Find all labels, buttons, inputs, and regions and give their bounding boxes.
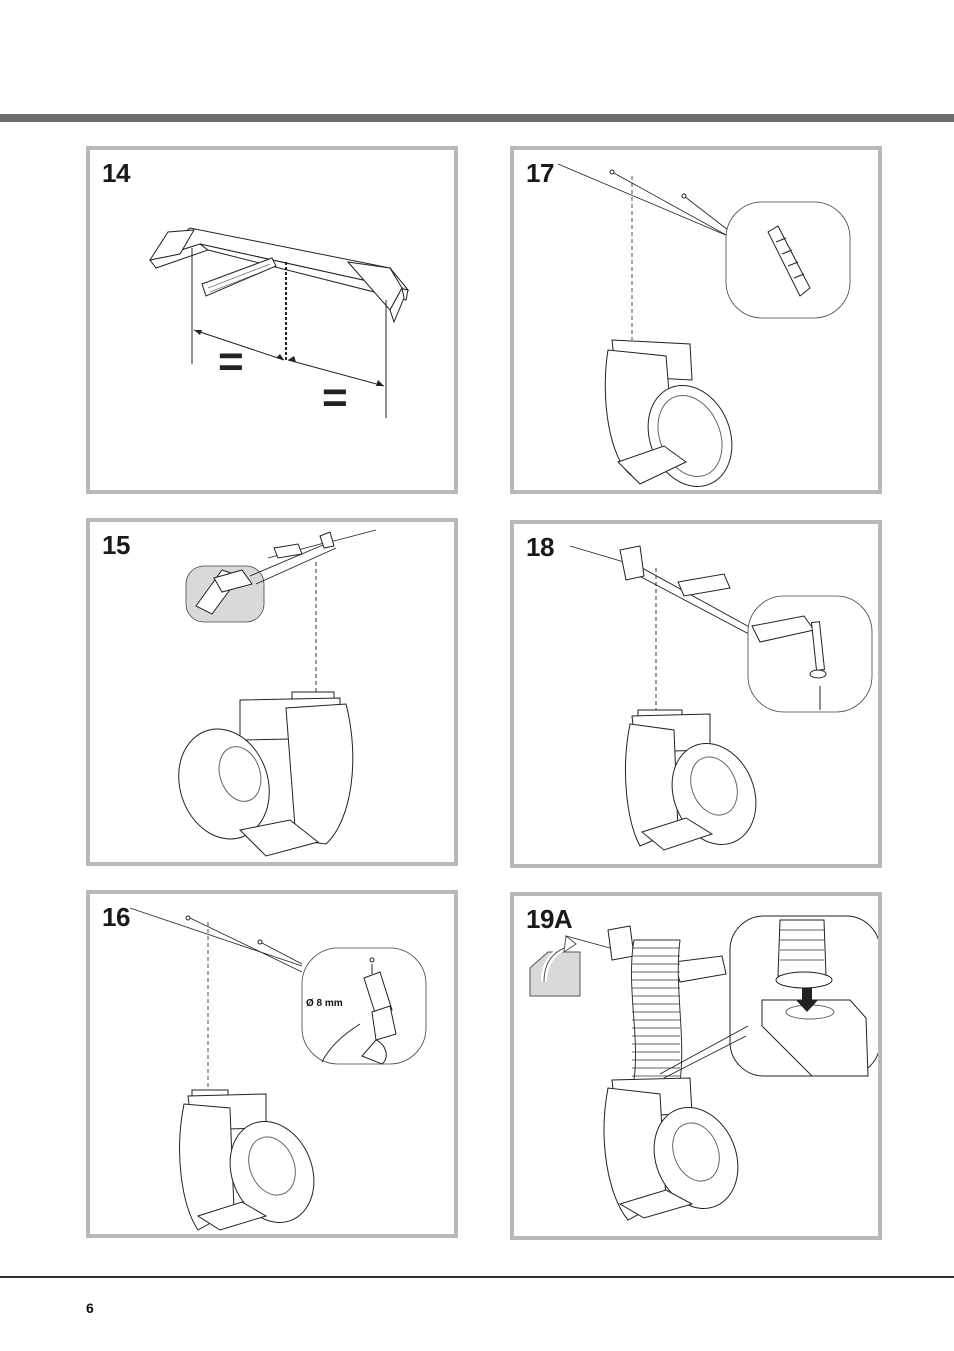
figure-number: 15 — [102, 530, 130, 561]
page-number: 6 — [86, 1300, 94, 1316]
drill-diameter-label: Ø 8 mm — [306, 998, 343, 1009]
screw-callout — [748, 596, 872, 712]
figure-number: 16 — [102, 902, 130, 933]
figure-number: 19A — [526, 904, 572, 935]
figure-16-panel: 16 Ø 8 mm — [86, 890, 458, 1238]
figure-14-panel: 14 = = — [86, 146, 458, 494]
figure-number: 14 — [102, 158, 130, 189]
figure-15-panel: 15 — [86, 518, 458, 866]
equal-sign-left: = — [218, 337, 244, 386]
mark-and-plug-illustration — [514, 150, 878, 490]
blower-unit-icon — [604, 1078, 752, 1221]
equal-sign-right: = — [322, 373, 348, 422]
blower-unit-icon — [180, 1090, 329, 1234]
header-bar — [0, 114, 954, 122]
blower-unit-icon — [165, 692, 353, 856]
screw-fixing-illustration — [514, 524, 878, 864]
blower-unit-icon — [625, 710, 770, 857]
footer-rule — [0, 1276, 954, 1278]
flexible-duct — [631, 940, 681, 1082]
figure-17-panel: 17 — [510, 146, 882, 494]
blower-unit-icon — [605, 340, 746, 490]
figure-18-panel: 18 — [510, 520, 882, 868]
bracket-centering-illustration: = = — [90, 150, 454, 490]
figure-number: 17 — [526, 158, 554, 189]
drilling-illustration: Ø 8 mm — [90, 894, 454, 1234]
duct-connection-illustration — [514, 896, 878, 1236]
figure-19a-panel: 19A — [510, 892, 882, 1240]
bracket-on-blower-illustration — [90, 522, 454, 862]
figure-number: 18 — [526, 532, 554, 563]
ducted-exhaust-icon — [530, 936, 580, 996]
